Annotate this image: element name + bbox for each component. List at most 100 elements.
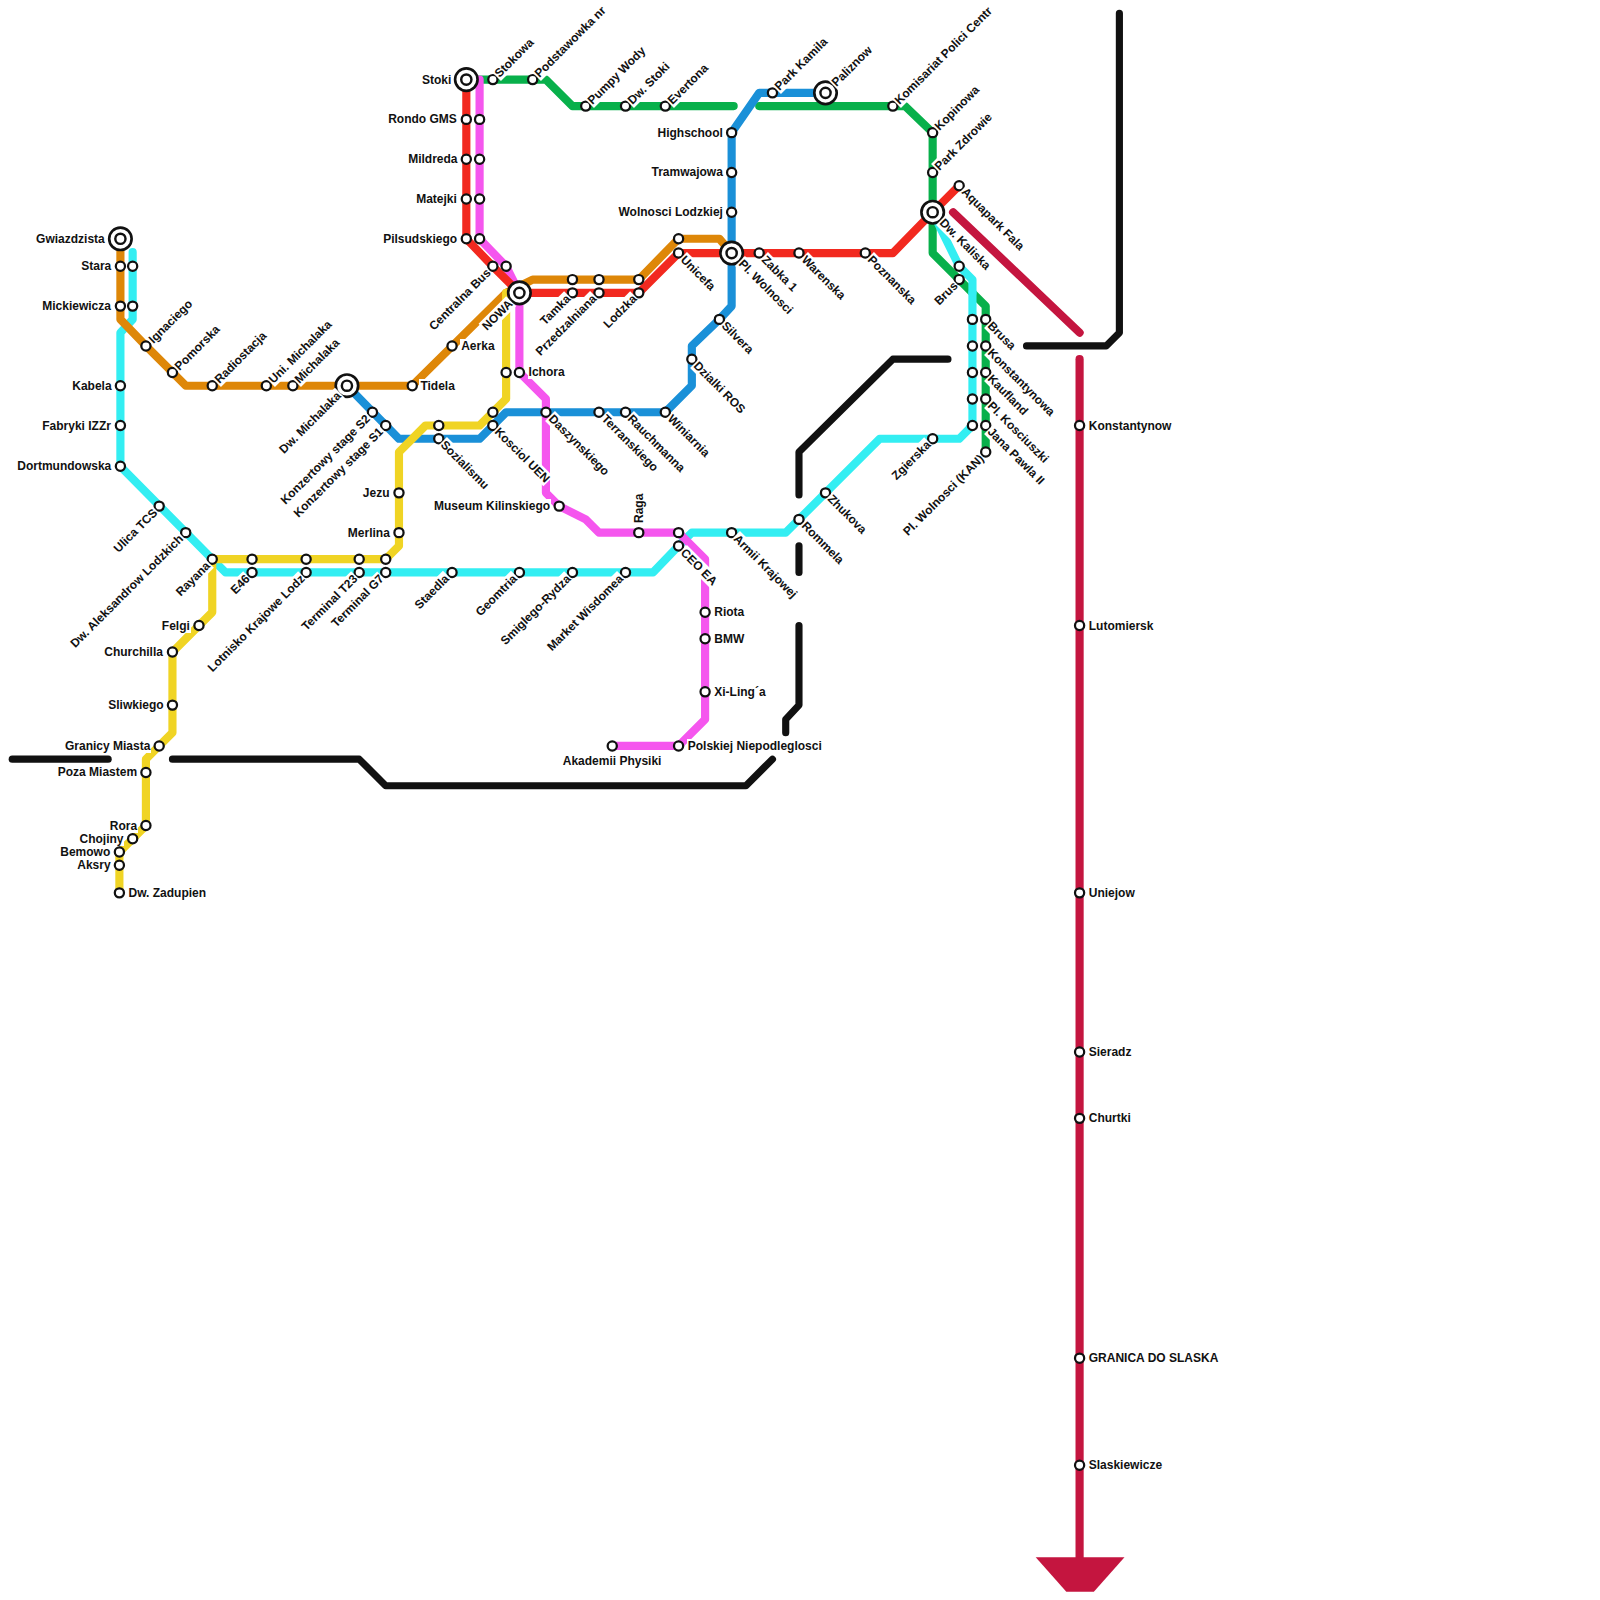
station-dot (115, 861, 124, 870)
station-dot (408, 381, 417, 390)
station-dot (247, 555, 256, 564)
station-name: GRANICA DO SLASKA (1088, 1351, 1220, 1365)
interchange-core (115, 234, 125, 244)
station-dot (394, 528, 403, 537)
station-name: Poza Miastem (57, 765, 138, 779)
station-dot (116, 381, 125, 390)
station-name: Radiostacja (211, 328, 270, 387)
interchange-core (342, 381, 352, 391)
route-line (953, 212, 1080, 332)
station-name: Sieradz (1088, 1045, 1133, 1059)
station-dot (155, 741, 164, 750)
station-name: Geomtria (472, 571, 521, 620)
station-dot (168, 647, 177, 656)
station-name: Xi-Ling´a (713, 685, 766, 699)
station-dot (701, 634, 710, 643)
interchange-symbol (455, 68, 477, 90)
station-dot (475, 234, 484, 243)
station-dot (128, 834, 137, 843)
station-dot (674, 528, 683, 537)
interchange-core (820, 88, 830, 98)
station-name: Warenska (798, 252, 849, 303)
station-name: Gwiazdzista (35, 232, 106, 246)
interchange-core (461, 74, 471, 84)
station-dot (968, 421, 977, 430)
station-dot (674, 741, 683, 750)
station-name: Zgierska (888, 437, 934, 483)
interchange-ring (455, 68, 477, 90)
station-name: Rommela (798, 518, 848, 568)
station-dot (1075, 888, 1084, 897)
station-dot (462, 194, 471, 203)
interchange-core (928, 207, 938, 217)
station-dot (394, 488, 403, 497)
station-dot (381, 555, 390, 564)
station-name: Felgi (161, 619, 191, 633)
station-name: Stoki (421, 73, 452, 87)
station-dot (488, 408, 497, 417)
route-lines (12, 13, 1119, 1561)
station-name: Armii Krajowej (730, 531, 801, 602)
station-dot (141, 821, 150, 830)
station-dot (128, 302, 137, 311)
station-name: Mickiewicza (41, 299, 112, 313)
station-dot (302, 555, 311, 564)
station-dot (381, 421, 390, 430)
station-name: Zhukova (824, 492, 870, 538)
station-name: Ignaciego (145, 296, 196, 347)
station-name: Lutomiersk (1088, 619, 1155, 633)
station-dot (208, 381, 217, 390)
station-name: Dw. Kaliska (936, 215, 994, 273)
route-line (799, 359, 948, 495)
station-name: Aerka (460, 339, 495, 353)
station-name: Rondo GMS (387, 112, 458, 126)
station-dot (116, 421, 125, 430)
station-dot (634, 528, 643, 537)
station-dots (115, 75, 1084, 1470)
station-dot (968, 341, 977, 350)
interchange-core (514, 288, 524, 298)
station-dot (515, 368, 524, 377)
station-name: Churchilla (103, 645, 164, 659)
station-dot (727, 208, 736, 217)
route-line (786, 626, 799, 733)
station-name: Dw. Zadupien (128, 886, 208, 900)
station-name: Park Kamila (771, 34, 831, 94)
station-dot (462, 234, 471, 243)
station-dot (1075, 1354, 1084, 1363)
station-name: Highschool (656, 126, 723, 140)
station-name: Bemowo (59, 845, 111, 859)
station-dot (475, 194, 484, 203)
station-dot (1075, 421, 1084, 430)
station-dot (1075, 1461, 1084, 1470)
station-name: Rora (109, 819, 138, 833)
station-dot (368, 408, 377, 417)
station-dot (141, 341, 150, 350)
station-dot (634, 275, 643, 284)
station-dot (955, 262, 964, 271)
station-name: Mildreda (407, 152, 458, 166)
station-dot (116, 302, 125, 311)
station-name: Sozialismu (437, 437, 493, 493)
station-name: Lotnisko Krajowe Lodz (204, 571, 308, 675)
station-dot (608, 741, 617, 750)
station-dot (168, 701, 177, 710)
station-name: Jezu (362, 486, 391, 500)
station-name: Sliwkiego (107, 698, 164, 712)
interchange-symbol (109, 228, 131, 250)
station-dot (555, 502, 564, 511)
station-dot (968, 394, 977, 403)
station-dot (115, 888, 124, 897)
station-name: Rayana (172, 558, 214, 600)
station-dot (568, 275, 577, 284)
station-name: Chojiny (78, 832, 124, 846)
station-dot (194, 621, 203, 630)
station-dot (355, 555, 364, 564)
station-dot (434, 421, 443, 430)
route-arrow (1036, 1557, 1125, 1592)
interchange-ring (109, 228, 131, 250)
station-dot (968, 368, 977, 377)
station-dot (115, 847, 124, 856)
